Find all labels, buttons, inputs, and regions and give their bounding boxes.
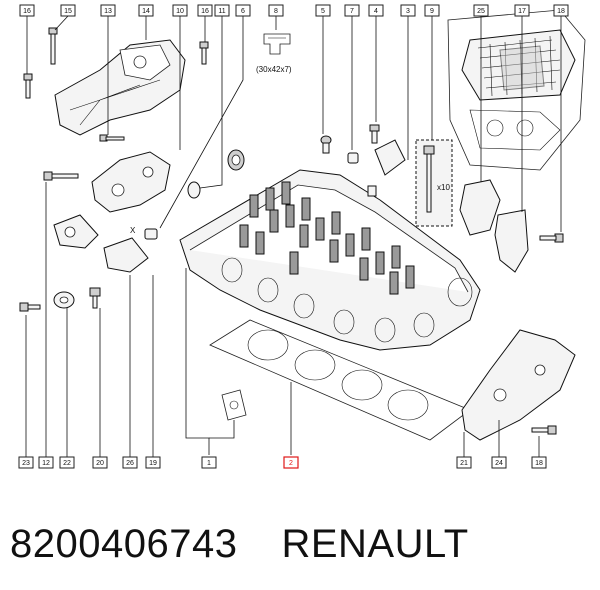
seal-size-label: (30x42x7) bbox=[256, 65, 292, 74]
svg-text:21: 21 bbox=[460, 460, 468, 467]
svg-text:5: 5 bbox=[321, 8, 325, 15]
svg-text:2: 2 bbox=[289, 460, 293, 467]
bolt-18-bottom bbox=[531, 425, 557, 435]
callout-7: 7 bbox=[344, 4, 360, 17]
bolt-16-left bbox=[23, 73, 33, 99]
bracket-21-24 bbox=[461, 329, 576, 441]
leader-lines bbox=[25, 15, 562, 463]
callout-18: 18 bbox=[553, 4, 569, 17]
svg-text:25: 25 bbox=[477, 8, 485, 15]
bolt-20 bbox=[89, 287, 101, 309]
svg-text:16: 16 bbox=[201, 8, 209, 15]
gasket-kit-bag bbox=[221, 389, 247, 421]
part-number: 8200406743 bbox=[10, 521, 238, 566]
svg-text:17: 17 bbox=[518, 8, 526, 15]
svg-text:18: 18 bbox=[557, 8, 565, 15]
cylinder-head bbox=[179, 169, 481, 351]
callout-18-b: 18 bbox=[531, 456, 547, 469]
head-bolt-9 bbox=[415, 139, 453, 227]
svg-text:1: 1 bbox=[207, 460, 211, 467]
bolt-5 bbox=[320, 135, 332, 154]
callout-8: 8 bbox=[268, 4, 284, 17]
callout-5: 5 bbox=[315, 4, 331, 17]
callout-20: 20 bbox=[92, 456, 108, 469]
svg-text:20: 20 bbox=[96, 460, 104, 467]
svg-text:7: 7 bbox=[350, 8, 354, 15]
svg-text:11: 11 bbox=[218, 8, 225, 15]
sensor-19 bbox=[103, 237, 149, 273]
svg-text:14: 14 bbox=[142, 8, 150, 15]
svg-text:3: 3 bbox=[406, 8, 410, 15]
svg-text:19: 19 bbox=[149, 460, 157, 467]
svg-text:6: 6 bbox=[241, 8, 245, 15]
svg-text:9: 9 bbox=[430, 8, 434, 15]
callout-19: 19 bbox=[145, 456, 161, 469]
bolt-13 bbox=[99, 134, 125, 142]
callout-26: 26 bbox=[122, 456, 138, 469]
seal-ring-6 bbox=[187, 181, 201, 199]
callout-12: 12 bbox=[38, 456, 54, 469]
product-footer: 8200406743 RENAULT bbox=[10, 514, 590, 574]
svg-text:4: 4 bbox=[374, 8, 378, 15]
svg-text:22: 22 bbox=[63, 460, 71, 467]
valve-springs bbox=[239, 181, 415, 295]
svg-text:8: 8 bbox=[274, 8, 278, 15]
callout-13: 13 bbox=[100, 4, 116, 17]
svg-text:10: 10 bbox=[176, 8, 184, 15]
svg-text:23: 23 bbox=[22, 460, 30, 467]
bracket-25 bbox=[459, 179, 501, 236]
bolt-18-top bbox=[539, 233, 564, 243]
seal-symbol bbox=[263, 33, 291, 55]
bolt-16-right bbox=[199, 41, 209, 65]
callout-16: 16 bbox=[19, 4, 35, 17]
callout-9: 9 bbox=[424, 4, 440, 17]
callout-24: 24 bbox=[491, 456, 507, 469]
plate-3 bbox=[367, 139, 406, 197]
exploded-parts-diagram: (30x42x7) x10 X 16 15 13 14 10 16 11 6 8… bbox=[18, 4, 586, 469]
callout-21: 21 bbox=[456, 456, 472, 469]
callout-16-b: 16 bbox=[197, 4, 213, 17]
bolt-4 bbox=[369, 124, 380, 144]
bracket-10 bbox=[91, 151, 171, 213]
sensor-26 bbox=[53, 214, 99, 249]
washer-22 bbox=[53, 291, 75, 309]
callout-17: 17 bbox=[514, 4, 530, 17]
svg-text:16: 16 bbox=[23, 8, 31, 15]
callout-25: 25 bbox=[473, 4, 489, 17]
callout-11: 11 bbox=[214, 4, 230, 17]
bolt-15 bbox=[48, 27, 58, 65]
svg-text:13: 13 bbox=[104, 8, 112, 15]
svg-text:24: 24 bbox=[495, 460, 503, 467]
callout-1: 1 bbox=[201, 456, 217, 469]
callout-14: 14 bbox=[138, 4, 154, 17]
bolt-23 bbox=[19, 302, 41, 312]
callout-23: 23 bbox=[18, 456, 34, 469]
engine-inset-illustration bbox=[447, 9, 586, 171]
seal-8 bbox=[227, 149, 245, 171]
svg-text:12: 12 bbox=[42, 460, 50, 467]
callout-10: 10 bbox=[172, 4, 188, 17]
svg-text:15: 15 bbox=[64, 8, 72, 15]
bracket-17 bbox=[494, 209, 529, 273]
engine-mount-bracket bbox=[54, 39, 186, 136]
callout-4: 4 bbox=[368, 4, 384, 17]
callout-2-highlighted: 2 bbox=[283, 456, 299, 469]
bolt-12 bbox=[43, 171, 79, 181]
callouts: 16 15 13 14 10 16 11 6 8 5 7 4 3 9 25 17… bbox=[18, 4, 569, 469]
brand-name: RENAULT bbox=[281, 521, 469, 566]
svg-text:18: 18 bbox=[535, 460, 543, 467]
bolt-multiplier-label: x10 bbox=[437, 183, 450, 192]
plug-11 bbox=[144, 228, 158, 240]
callout-3: 3 bbox=[400, 4, 416, 17]
callout-6: 6 bbox=[235, 4, 251, 17]
svg-text:26: 26 bbox=[126, 460, 134, 467]
axis-marker-label: X bbox=[130, 226, 136, 235]
callout-15: 15 bbox=[60, 4, 76, 17]
callout-22: 22 bbox=[59, 456, 75, 469]
dowel-7 bbox=[347, 152, 359, 164]
